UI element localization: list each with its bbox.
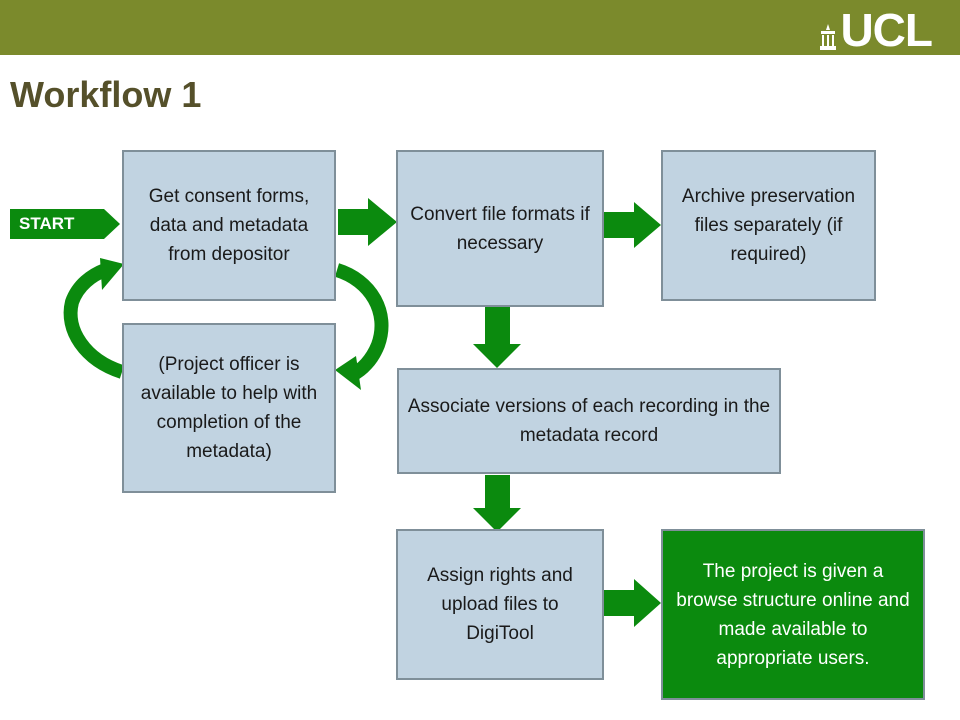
step-associate-versions: Associate versions of each recording in … xyxy=(397,368,781,474)
step-archive-files-text: Archive preservation files separately (i… xyxy=(681,186,856,265)
step-convert-formats-text: Convert file formats if necessary xyxy=(410,203,590,254)
step-associate-versions-text: Associate versions of each recording in … xyxy=(407,396,771,446)
arrow-associate-to-assign xyxy=(473,475,521,532)
curved-arrow-officer-to-consent xyxy=(63,263,125,379)
step-get-consent: Get consent forms, data and metadata fro… xyxy=(122,150,336,301)
step-browse-structure: The project is given a browse structure … xyxy=(661,529,925,700)
step-convert-formats: Convert file formats if necessary xyxy=(396,150,604,307)
start-arrow xyxy=(10,209,120,239)
arrow-convert-to-associate xyxy=(473,307,521,368)
step-assign-rights: Assign rights and upload files to DigiTo… xyxy=(396,529,604,680)
arrow-convert-to-archive xyxy=(604,202,661,248)
arrow-consent-to-convert xyxy=(338,198,397,246)
step-assign-rights-text: Assign rights and upload files to DigiTo… xyxy=(427,565,573,644)
step-get-consent-text: Get consent forms, data and metadata fro… xyxy=(148,186,310,265)
header-bar: UCL xyxy=(0,0,960,55)
arrow-assign-to-browse xyxy=(604,579,661,627)
step-project-officer-text: (Project officer is available to help wi… xyxy=(140,354,318,462)
step-project-officer: (Project officer is available to help wi… xyxy=(122,323,336,493)
portico-icon xyxy=(820,24,837,50)
curved-arrow-consent-to-officer xyxy=(334,263,389,382)
page-title: Workflow 1 xyxy=(10,74,202,115)
step-archive-files: Archive preservation files separately (i… xyxy=(661,150,876,301)
logo-text: UCL xyxy=(840,4,933,56)
step-browse-structure-text: The project is given a browse structure … xyxy=(676,560,910,669)
start-label: START xyxy=(19,214,75,233)
ucl-logo: UCL xyxy=(820,4,933,56)
